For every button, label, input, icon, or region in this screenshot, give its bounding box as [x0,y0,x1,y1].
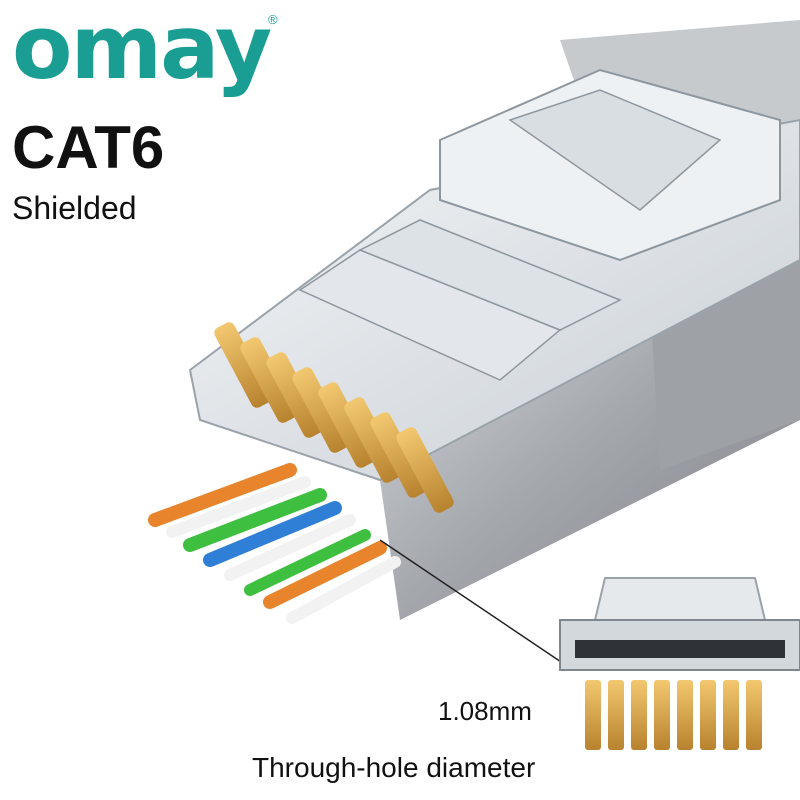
clear-plug-body [188,68,800,482]
callout-caption: Through-hole diameter [252,752,536,783]
registered-mark: ® [268,12,278,27]
product-title: CAT6 [12,114,165,181]
cable-wires [148,463,401,624]
brand-logo: omay [12,0,272,99]
gold-contacts [214,322,454,513]
callout-line [379,539,571,669]
product-subtitle: Shielded [12,190,137,226]
measurement-label: 1.08mm [438,696,532,726]
inset-detail-view [559,577,800,750]
